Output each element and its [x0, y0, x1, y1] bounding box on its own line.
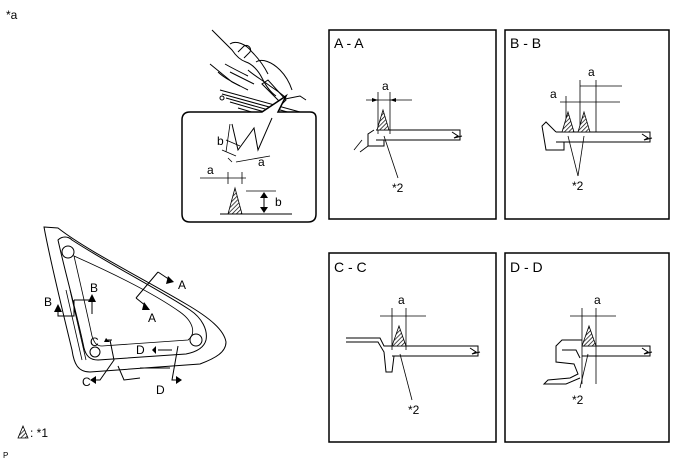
section-c-c: C - C a *2	[328, 252, 497, 443]
section-marker-a-lower: A	[148, 311, 156, 325]
section-a-a: A - A a *2	[328, 29, 497, 220]
section-a-title: A - A	[334, 35, 364, 51]
corner-label: *a	[6, 8, 18, 22]
section-c-title: C - C	[334, 259, 367, 275]
legend: : *1	[17, 424, 48, 440]
section-c-dim: a	[398, 293, 405, 307]
section-d-ref: *2	[572, 393, 584, 407]
section-b-b: B - B a a *2	[504, 29, 670, 220]
section-marker-d-upper: D	[136, 343, 145, 357]
section-marker-b-left: B	[44, 295, 52, 309]
callout-label-b-lower: b	[275, 195, 282, 209]
callout-label-b-upper: b	[217, 134, 224, 148]
section-b-ref: *2	[572, 179, 584, 193]
section-a-ref: *2	[392, 181, 404, 195]
section-b-title: B - B	[510, 35, 541, 51]
callout-label-a-upper: a	[258, 155, 265, 169]
section-marker-b-right: B	[90, 281, 98, 295]
callout-label-a-lower: a	[207, 163, 214, 177]
section-c-ref: *2	[408, 403, 420, 417]
section-b-dim-upper: a	[588, 65, 595, 79]
hatched-bead-icon	[17, 424, 29, 439]
section-d-title: D - D	[510, 259, 543, 275]
section-d-dim: a	[594, 293, 601, 307]
section-marker-d-lower: D	[156, 383, 165, 397]
section-d-d: D - D a *2	[504, 252, 670, 443]
legend-text: : *1	[30, 426, 48, 440]
footer-label: P	[3, 451, 8, 460]
bead-dimension-callout: b a a b	[181, 93, 317, 223]
quarter-window-view: A A B B C C D D	[43, 226, 227, 397]
section-marker-c-lower: C	[82, 375, 91, 389]
section-b-dim-lower: a	[550, 87, 557, 101]
section-marker-c-upper: C	[90, 335, 99, 349]
section-marker-a-upper: A	[178, 278, 186, 292]
section-a-dim: a	[382, 79, 389, 93]
